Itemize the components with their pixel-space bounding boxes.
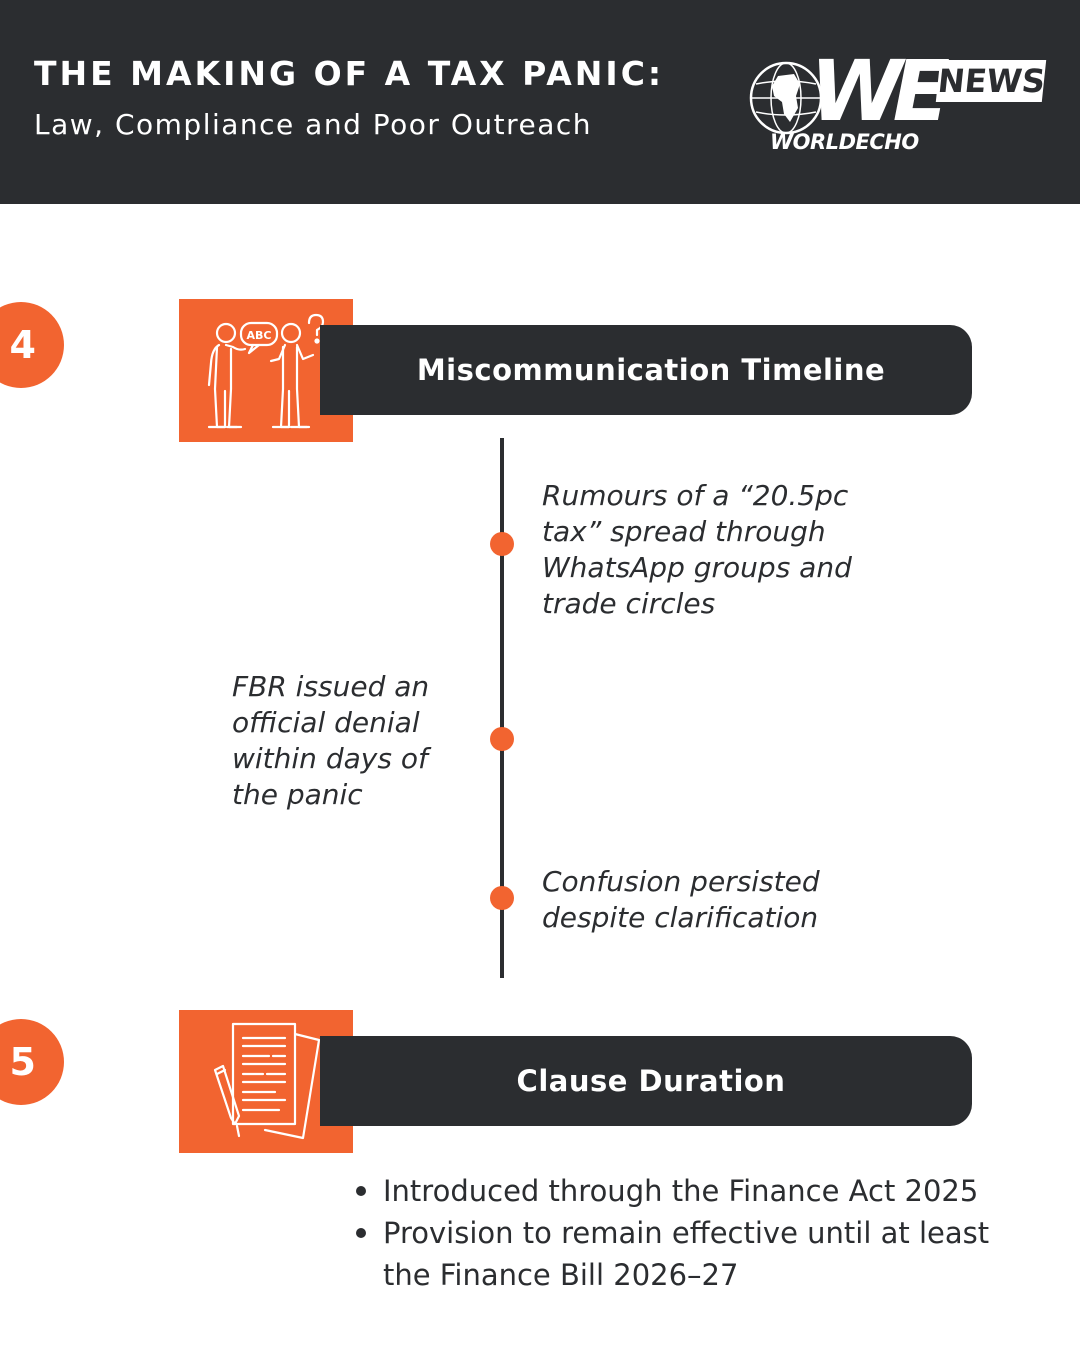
timeline-dot bbox=[490, 886, 514, 910]
section-title-pill: Miscommunication Timeline bbox=[320, 325, 972, 415]
document-pen-icon bbox=[213, 1022, 321, 1140]
bullet-icon bbox=[356, 1228, 366, 1238]
clause-duration-list: Introduced through the Finance Act 2025 … bbox=[356, 1170, 1036, 1296]
timeline-line bbox=[500, 438, 504, 978]
timeline-event: Rumours of a “20.5pc tax” spread through… bbox=[542, 479, 852, 620]
page-title: THE MAKING OF A TAX PANIC: bbox=[34, 54, 665, 93]
worldecho-logo[interactable]: WE NEWS WORLDECHO bbox=[748, 42, 1048, 160]
list-item-text: Provision to remain effective until at l… bbox=[383, 1216, 990, 1292]
list-item: Provision to remain effective until at l… bbox=[356, 1212, 1036, 1296]
section-title: Clause Duration bbox=[516, 1064, 786, 1098]
logo-mark: WE bbox=[810, 42, 950, 140]
logo-name: WORLDECHO bbox=[770, 130, 919, 154]
section-title-pill: Clause Duration bbox=[320, 1036, 972, 1126]
section-number-4: 4 bbox=[0, 302, 64, 388]
list-item-text: Introduced through the Finance Act 2025 bbox=[383, 1174, 979, 1208]
globe-icon bbox=[749, 61, 823, 135]
timeline-dot bbox=[490, 727, 514, 751]
list-item: Introduced through the Finance Act 2025 bbox=[356, 1170, 1036, 1212]
logo-news-badge: NEWS bbox=[935, 60, 1047, 102]
page-subtitle: Law, Compliance and Poor Outreach bbox=[34, 108, 592, 141]
timeline-event: FBR issued an official denial within day… bbox=[232, 670, 430, 811]
speech-bubble-text: ABC bbox=[247, 329, 272, 342]
section-number-5: 5 bbox=[0, 1019, 64, 1105]
timeline-event: Confusion persisted despite clarificatio… bbox=[542, 865, 820, 934]
bullet-icon bbox=[356, 1186, 366, 1196]
timeline-dot bbox=[490, 532, 514, 556]
people-talking-icon: ABC bbox=[207, 313, 325, 429]
header: THE MAKING OF A TAX PANIC: Law, Complian… bbox=[0, 0, 1080, 204]
section-title: Miscommunication Timeline bbox=[416, 353, 886, 387]
